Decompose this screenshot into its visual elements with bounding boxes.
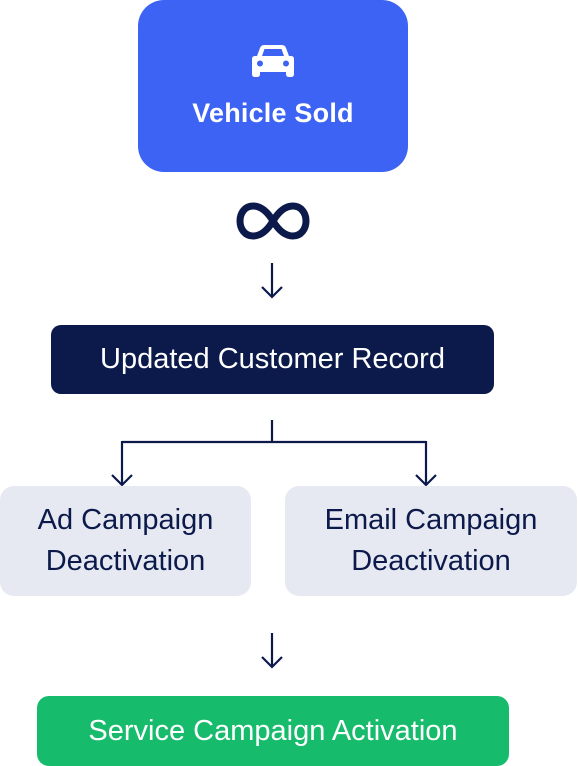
vehicle-sold-label: Vehicle Sold [192, 97, 354, 128]
vehicle-sold-node: Vehicle Sold [138, 0, 408, 172]
service-campaign-node: Service Campaign Activation [37, 696, 509, 766]
ad-campaign-line2: Deactivation [45, 545, 206, 577]
arrow-down-icon [261, 263, 283, 299]
email-campaign-node: Email Campaign Deactivation [285, 486, 577, 596]
ad-campaign-line1: Ad Campaign [37, 504, 214, 536]
customer-record-node: Updated Customer Record [51, 325, 494, 394]
ad-campaign-node: Ad Campaign Deactivation [0, 486, 251, 596]
service-campaign-label: Service Campaign Activation [88, 714, 458, 747]
arrow-down-icon [261, 633, 283, 669]
email-campaign-line1: Email Campaign [324, 504, 538, 536]
customer-record-label: Updated Customer Record [100, 343, 445, 375]
infinity-link-icon [236, 202, 310, 240]
email-campaign-line2: Deactivation [351, 545, 511, 577]
car-icon [252, 44, 294, 77]
